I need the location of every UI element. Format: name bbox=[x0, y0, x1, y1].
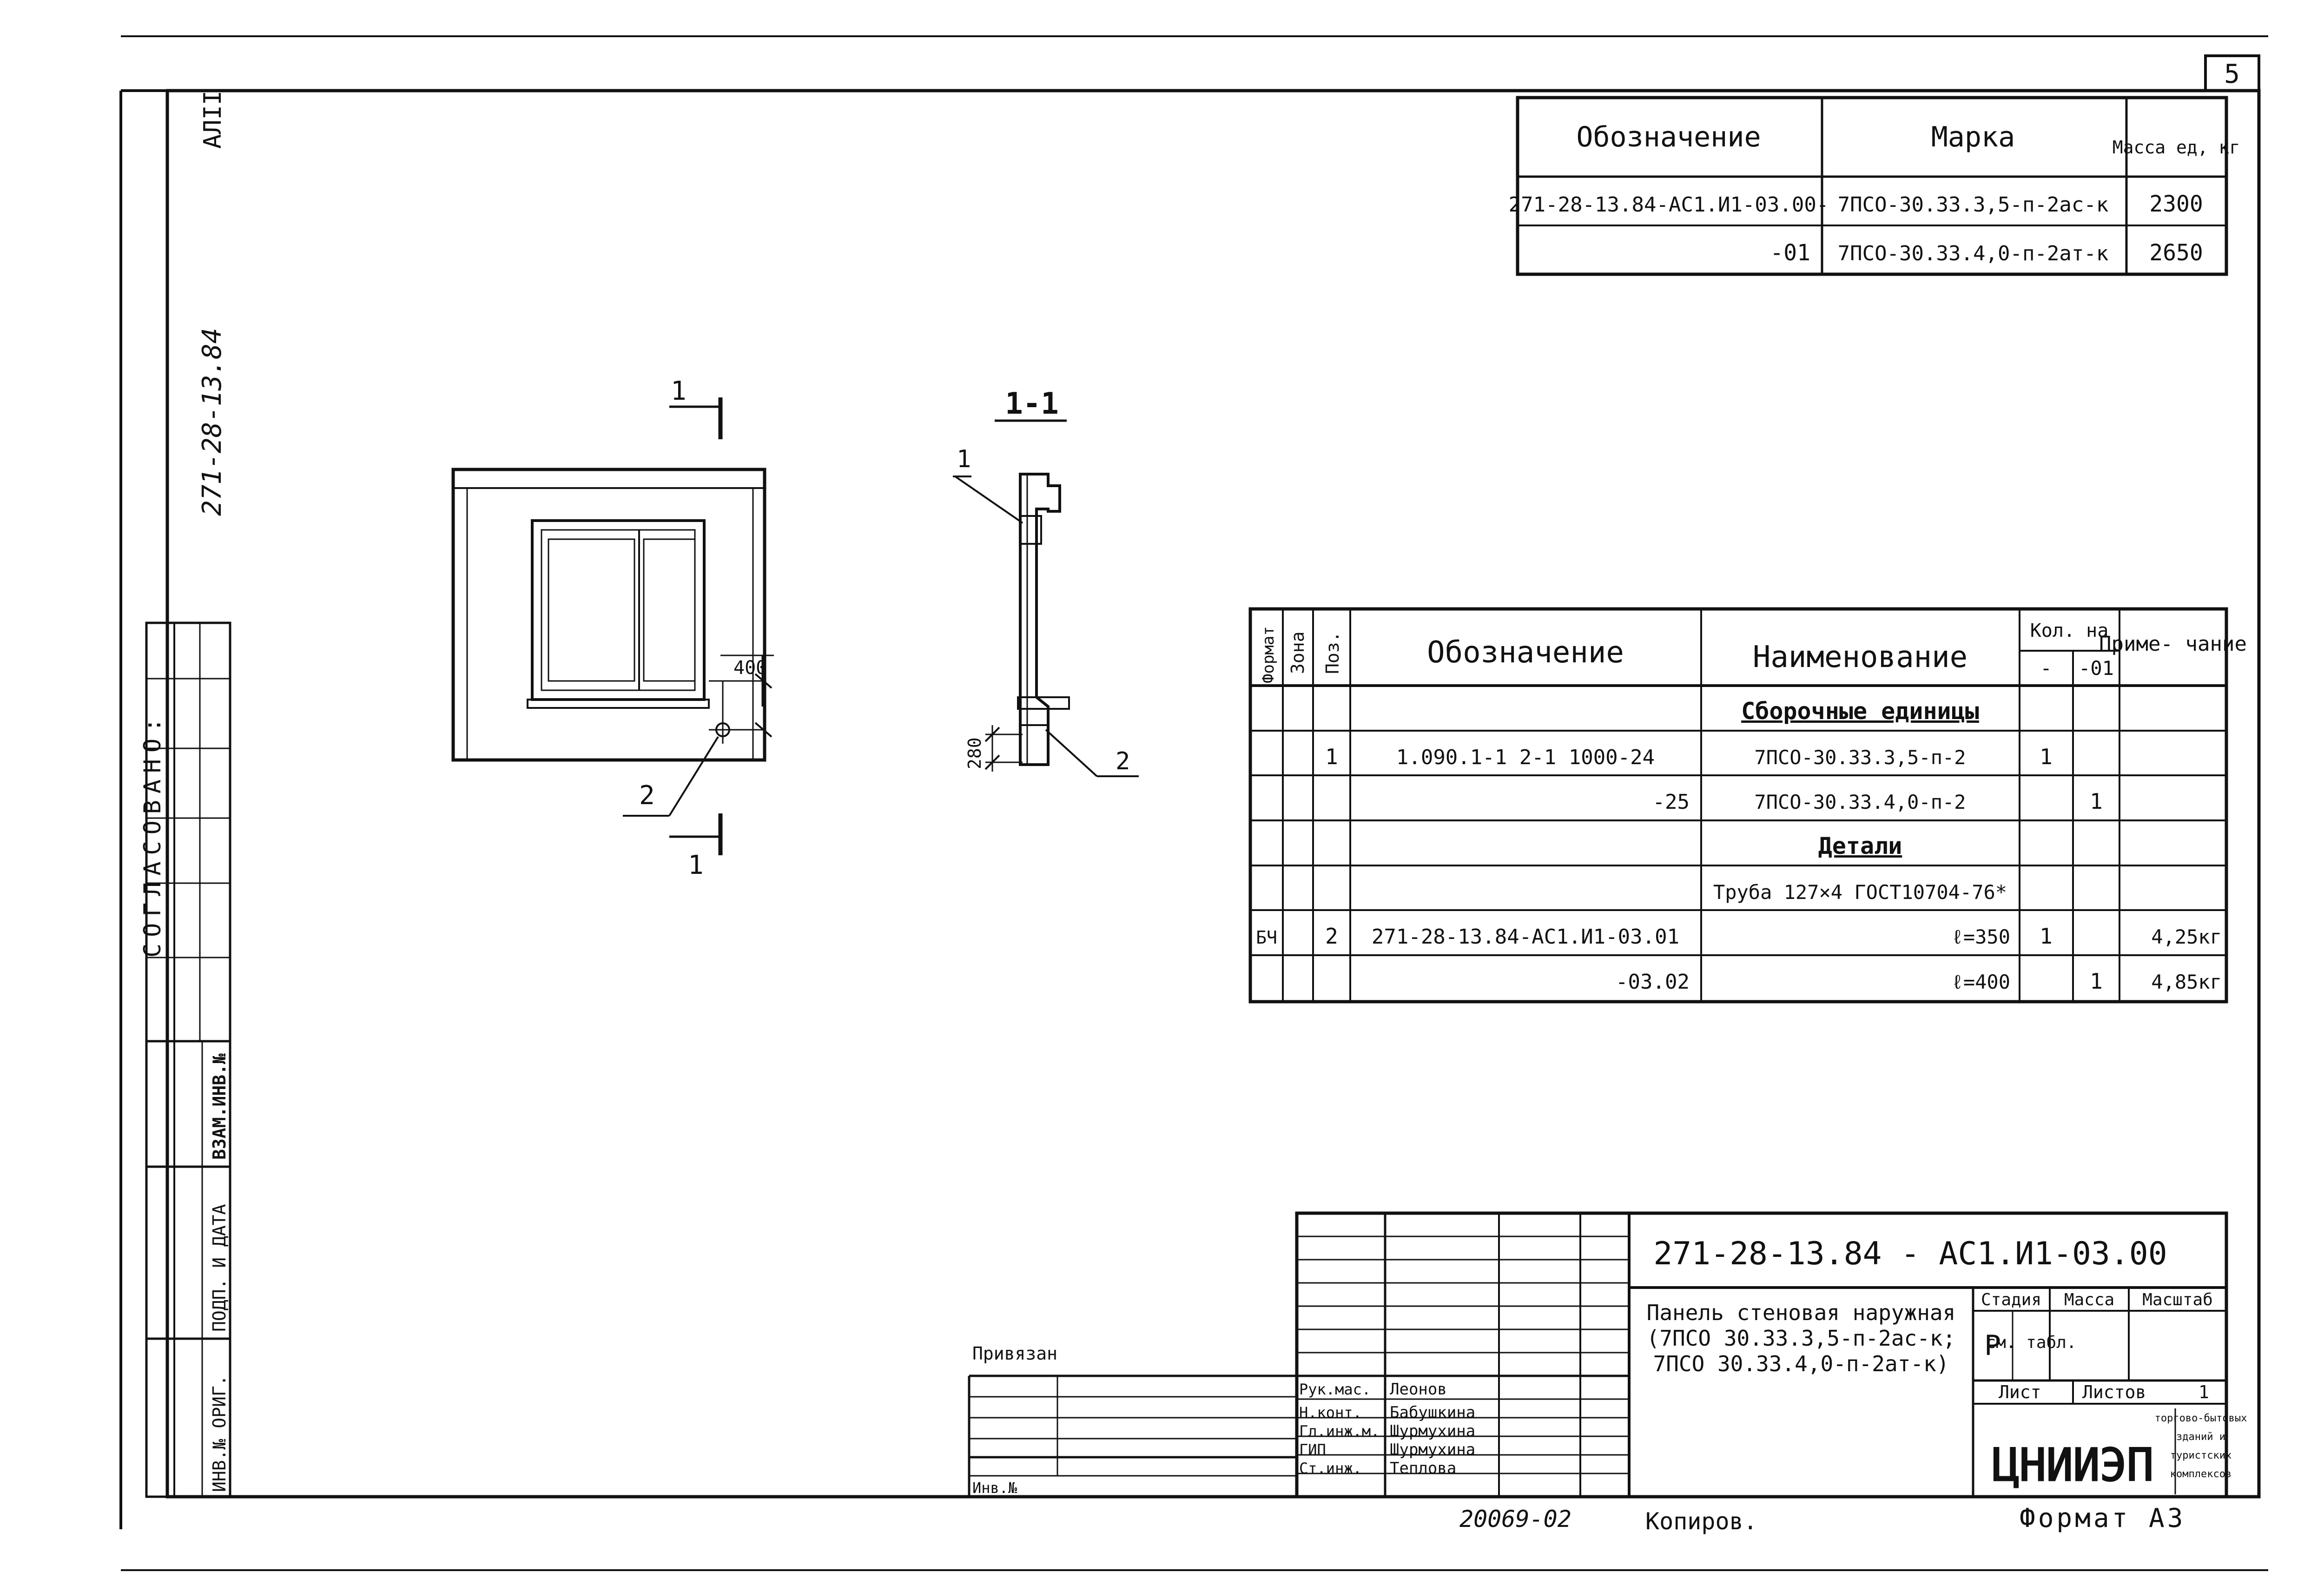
signer-name: Теплова bbox=[1390, 1459, 1456, 1478]
section-marker-top: 1 bbox=[671, 376, 687, 406]
title-line-2: (7ПСО 30.33.3,5-п-2ас-к; bbox=[1647, 1326, 1956, 1351]
mark-row-2-mark: 7ПСО-30.33.4,0-п-2ат-к bbox=[1838, 242, 2109, 265]
org-sub-3: туристских bbox=[2170, 1450, 2232, 1461]
spec-row-name: 7ПСО-30.33.3,5-п-2 bbox=[1754, 746, 1966, 769]
mark-row-1-mark: 7ПСО-30.33.3,5-п-2ас-к bbox=[1838, 193, 2109, 217]
spec-row-qty-a: 1 bbox=[2040, 744, 2053, 769]
stage-value: Р bbox=[1984, 1329, 2001, 1362]
mass-label: Масса bbox=[2064, 1290, 2114, 1309]
sheets-label: Листов bbox=[2082, 1382, 2146, 1402]
org-sub-2: зданий и bbox=[2176, 1431, 2225, 1443]
top-left-code: АЛII bbox=[199, 91, 227, 149]
panel-elevation bbox=[451, 397, 774, 855]
signer-role: Ст.инж. bbox=[1299, 1460, 1362, 1477]
footer-format: Формат А3 bbox=[2020, 1503, 2185, 1533]
mark-header-mark: Марка bbox=[1931, 121, 2015, 153]
mark-header-mass: Масса ед, кг bbox=[2113, 137, 2240, 158]
sheet-number: 5 bbox=[2224, 59, 2240, 89]
spec-row-format: БЧ bbox=[1256, 927, 1277, 948]
section-1-1 bbox=[953, 419, 1139, 777]
spec-row-pos: 1 bbox=[1325, 744, 1338, 769]
spec-header-designation: Обозначение bbox=[1427, 635, 1624, 670]
spec-row-designation: 1.090.1-1 2-1 1000-24 bbox=[1396, 746, 1655, 769]
pos-2-section: 2 bbox=[1116, 747, 1130, 775]
mark-row-2-designation: -01 bbox=[1770, 240, 1810, 266]
spec-row-qty-b: 1 bbox=[2090, 969, 2103, 994]
signer-role: ГИП bbox=[1299, 1441, 1326, 1459]
section-title: 1-1 bbox=[1005, 387, 1059, 421]
mass-value: см. табл. bbox=[1986, 1333, 2076, 1352]
signer-role: Н.конт. bbox=[1299, 1404, 1362, 1421]
signer-name: Шурмухина bbox=[1390, 1440, 1475, 1459]
mark-row-1-designation: 271-28-13.84-АС1.И1-03.00- bbox=[1509, 193, 1829, 217]
scale-label: Масштаб bbox=[2142, 1290, 2213, 1309]
sheet-label: Лист bbox=[1999, 1382, 2041, 1402]
spec-row-qty-a: 1 bbox=[2040, 924, 2053, 949]
inv-orig-label: ИНВ.№ ОРИГ. bbox=[209, 1375, 230, 1492]
mark-header-designation: Обозначение bbox=[1576, 121, 1761, 153]
inv-label: Инв.№ bbox=[972, 1479, 1017, 1497]
dim-280: 280 bbox=[964, 737, 985, 769]
mark-table bbox=[1516, 96, 2228, 276]
signer-name: Леонов bbox=[1390, 1380, 1447, 1399]
agreed-label: СОГЛАСОВАНО: bbox=[139, 712, 166, 958]
sign-date-label: ПОДП. И ДАТА bbox=[209, 1204, 230, 1332]
mark-row-2-mass: 2650 bbox=[2149, 240, 2203, 266]
spec-row-name: Сборочные единицы bbox=[1741, 698, 1979, 725]
org-logo: ЦНИИЭП bbox=[1993, 1439, 2154, 1491]
spec-header-format: Формат bbox=[1259, 626, 1278, 683]
footer-stamp: 20069-02 bbox=[1459, 1506, 1571, 1533]
spec-header-name: Наименование bbox=[1753, 640, 1967, 674]
spec-table bbox=[1248, 607, 2228, 1004]
bound-label: Привязан bbox=[972, 1343, 1057, 1364]
signer-role: Рук.мас. bbox=[1299, 1381, 1371, 1398]
org-sub-1: торгово-бытовых bbox=[2155, 1413, 2247, 1424]
inner-frame bbox=[165, 89, 2261, 1499]
mark-row-1-mass: 2300 bbox=[2149, 191, 2203, 217]
title-block-code: 271-28-13.84 - АС1.И1-03.00 bbox=[1653, 1235, 2167, 1272]
title-line-1: Панель стеновая наружная bbox=[1647, 1300, 1956, 1325]
vertical-doc-number: 271-28-13.84 bbox=[197, 328, 227, 516]
inv-replace-label: ВЗАМ.ИНВ.№ bbox=[209, 1053, 230, 1160]
pos-1-section: 1 bbox=[957, 445, 971, 473]
spec-header-qty-a: - bbox=[2040, 657, 2052, 680]
signer-name: Бабушкина bbox=[1390, 1403, 1475, 1422]
spec-row-note: 4,25кг bbox=[2151, 925, 2222, 948]
spec-row-pos: 2 bbox=[1325, 924, 1338, 949]
footer-copied: Копиров. bbox=[1645, 1508, 1757, 1535]
dim-400: 400 bbox=[733, 657, 767, 679]
spec-row-name: 7ПСО-30.33.4,0-п-2 bbox=[1754, 791, 1966, 813]
spec-header-qty: Кол. на bbox=[2030, 620, 2109, 641]
sheet-number-box bbox=[2204, 54, 2260, 92]
spec-row-qty-b: 1 bbox=[2090, 789, 2103, 814]
spec-row-designation: -03.02 bbox=[1616, 970, 1690, 994]
spec-header-pos: Поз. bbox=[1322, 631, 1343, 674]
sheets-count: 1 bbox=[2199, 1382, 2209, 1402]
spec-header-note: Приме- чание bbox=[2099, 632, 2247, 656]
stage-label: Стадия bbox=[1981, 1290, 2041, 1309]
title-block bbox=[968, 1211, 2228, 1499]
spec-row-name: ℓ=400 bbox=[1952, 971, 2010, 993]
spec-row-name: Труба 127×4 ГОСТ10704-76* bbox=[1713, 881, 2007, 904]
title-line-3: 7ПСО 30.33.4,0-п-2ат-к) bbox=[1653, 1351, 1949, 1376]
spec-row-note: 4,85кг bbox=[2151, 971, 2222, 993]
spec-row-name: ℓ=350 bbox=[1952, 925, 2010, 948]
signer-role: Гл.инж.м. bbox=[1299, 1422, 1380, 1440]
pos-2-elevation: 2 bbox=[639, 780, 655, 811]
spec-row-name: Детали bbox=[1818, 832, 1902, 859]
spec-row-designation: -25 bbox=[1653, 790, 1690, 814]
spec-header-qty-b: -01 bbox=[2079, 657, 2114, 680]
spec-row-designation: 271-28-13.84-АС1.И1-03.01 bbox=[1372, 925, 1679, 949]
section-marker-bottom: 1 bbox=[688, 850, 704, 880]
org-sub-4: комплексов bbox=[2170, 1468, 2232, 1480]
left-approval-column bbox=[145, 621, 231, 1498]
spec-header-zone: Зона bbox=[1287, 631, 1308, 674]
spec-rows: Сборочные единицы 1 1.090.1-1 2-1 1000-24 7… bbox=[1256, 698, 2222, 994]
signer-name: Шурмухина bbox=[1390, 1422, 1475, 1440]
